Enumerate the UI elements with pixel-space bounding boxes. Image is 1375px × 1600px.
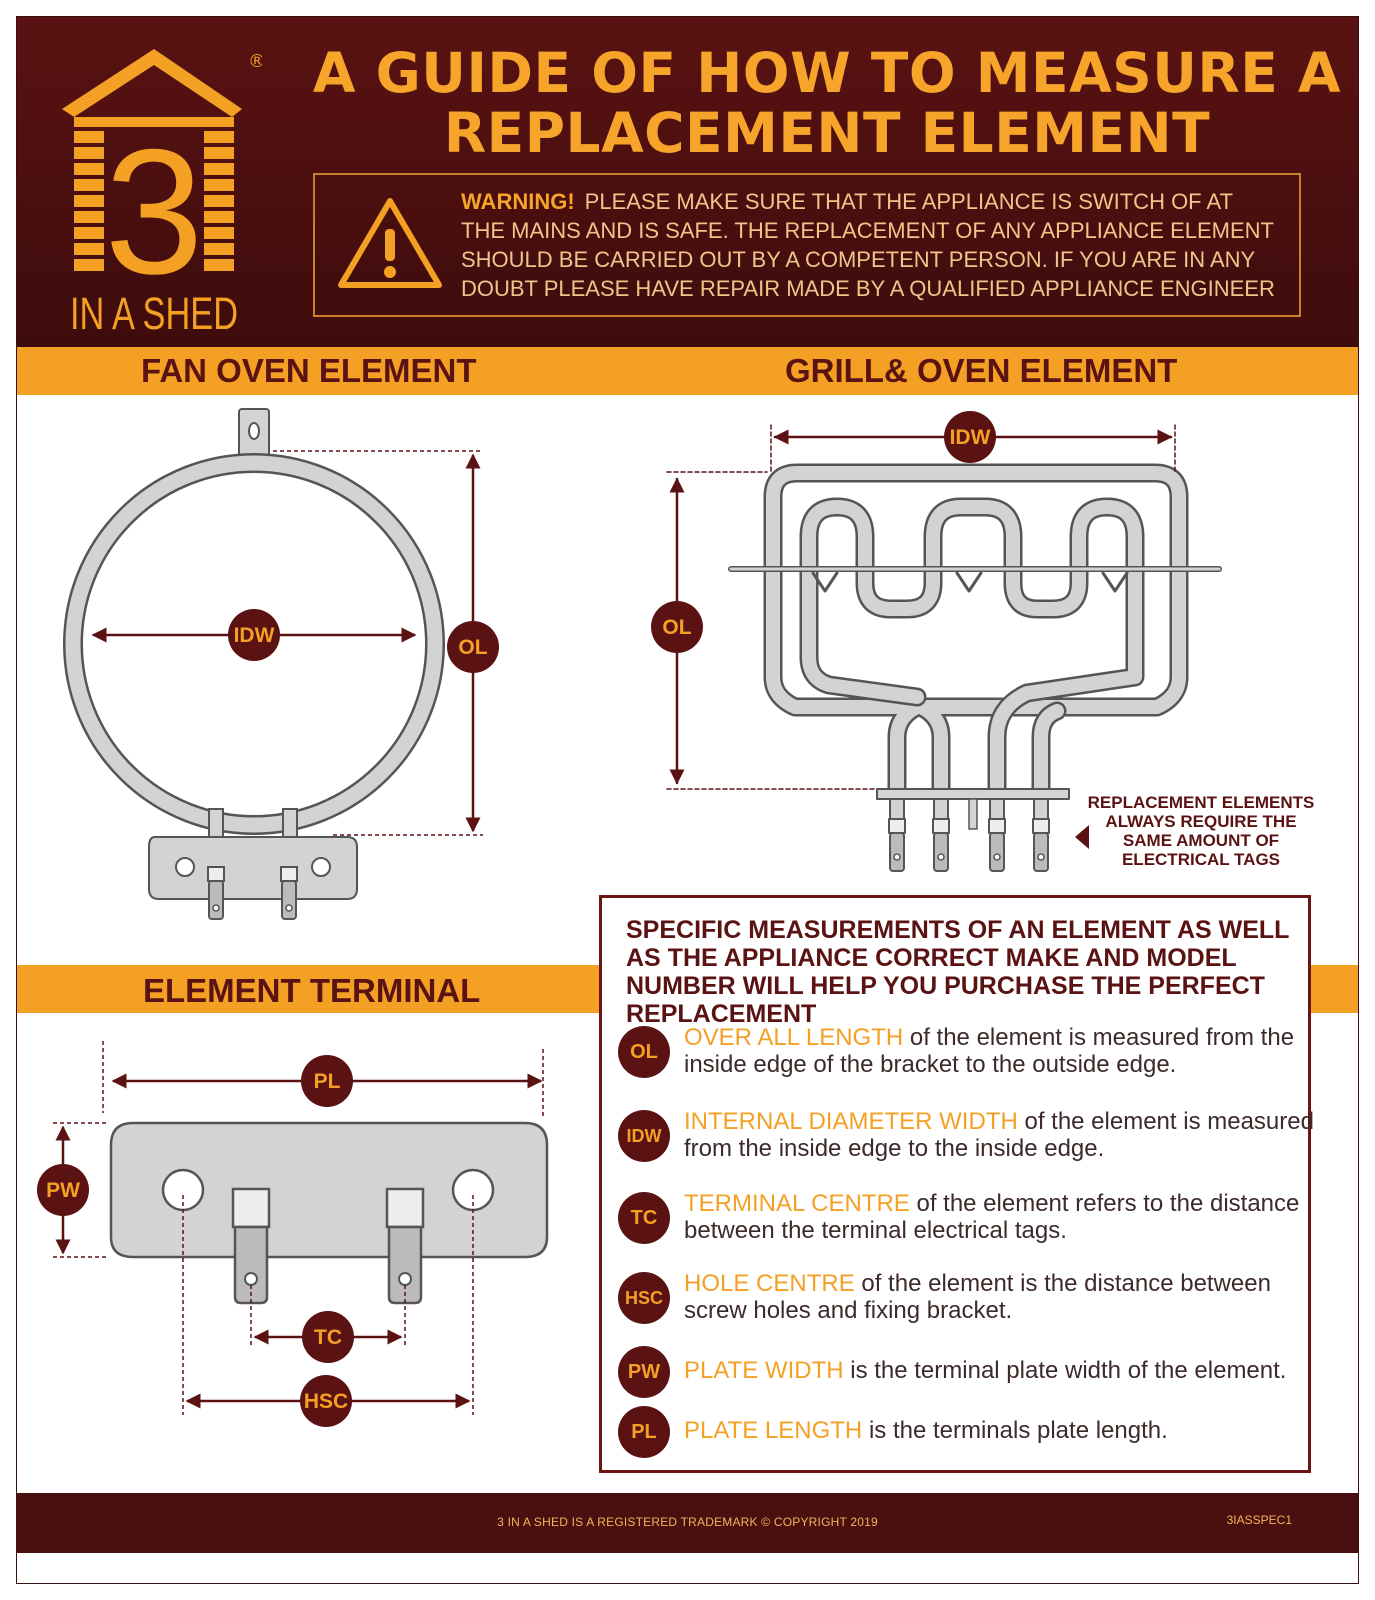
grill-ol-label: OL	[662, 616, 691, 639]
terminal-pl-label: PL	[314, 1070, 341, 1093]
electrical-tags-note: REPLACEMENT ELEMENTS ALWAYS REQUIRE THE …	[1087, 793, 1315, 869]
info-description: of the element is measured from the insi…	[684, 1024, 1295, 1078]
footer: 3 IN A SHED IS A REGISTERED TRADEMARK © …	[17, 1493, 1358, 1553]
info-item-pl: PL PLATE LENGTH is the terminals plate l…	[618, 1404, 1308, 1464]
warning-label: WARNING!	[461, 189, 575, 214]
info-badge: HSC	[618, 1272, 670, 1324]
grill-idw-label: IDW	[950, 426, 991, 449]
warning-body: PLEASE MAKE SURE THAT THE APPLIANCE IS S…	[461, 189, 1275, 301]
info-description: of the element refers to the distance be…	[684, 1190, 1300, 1244]
footer-copyright: 3 IN A SHED IS A REGISTERED TRADEMARK © …	[497, 1515, 878, 1529]
info-description: is the terminal plate width of the eleme…	[850, 1357, 1287, 1384]
terminal-pw-label: PW	[46, 1179, 80, 1202]
info-description: of the element is measured from the insi…	[684, 1108, 1314, 1162]
info-heading: SPECIFIC MEASUREMENTS OF AN ELEMENT AS W…	[626, 916, 1289, 1028]
footer-code: 3IASSPEC1	[1226, 1513, 1292, 1527]
warning-icon	[338, 198, 442, 288]
header: 3 IN A SHED ® A GUIDE OF HOW TO MEASURE …	[17, 17, 1358, 347]
terminal-tc-label: TC	[314, 1326, 342, 1349]
info-term: OVER ALL LENGTH	[684, 1024, 904, 1051]
info-term: HOLE CENTRE	[684, 1270, 855, 1297]
warning-box: WARNING!PLEASE MAKE SURE THAT THE APPLIA…	[313, 173, 1301, 317]
terminal-hsc-label: HSC	[304, 1390, 348, 1413]
fan-ol-label: OL	[458, 636, 487, 659]
section-title-terminal: ELEMENT TERMINAL	[143, 972, 481, 1009]
info-item-ol: OL OVER ALL LENGTH of the element is mea…	[618, 1024, 1308, 1084]
section-title-fan-oven: FAN OVEN ELEMENT	[141, 352, 477, 389]
info-item-pw: PW PLATE WIDTH is the terminal plate wid…	[618, 1344, 1308, 1404]
info-term: PLATE WIDTH	[684, 1357, 844, 1384]
info-item-hsc: HSC HOLE CENTRE of the element is the di…	[618, 1270, 1308, 1330]
info-badge: IDW	[618, 1110, 670, 1162]
warning-text: WARNING!PLEASE MAKE SURE THAT THE APPLIA…	[461, 187, 1281, 303]
grill-oven-element-diagram	[666, 424, 1222, 872]
info-item-idw: IDW INTERNAL DIAMETER WIDTH of the eleme…	[618, 1108, 1314, 1168]
logo-text: IN A SHED	[70, 288, 238, 337]
info-badge: TC	[618, 1192, 670, 1244]
section-title-grill-oven: GRILL& OVEN ELEMENT	[785, 352, 1178, 389]
title-line-1: A GUIDE OF HOW TO MEASURE A	[312, 41, 1342, 105]
registered-mark: ®	[248, 51, 262, 72]
fan-idw-label: IDW	[234, 624, 275, 647]
page-title: A GUIDE OF HOW TO MEASURE A REPLACEMENT …	[307, 43, 1347, 163]
info-badge: OL	[618, 1026, 670, 1078]
logo-icon: 3 IN A SHED ®	[62, 49, 262, 337]
info-badge: PW	[618, 1346, 670, 1398]
title-line-2: REPLACEMENT ELEMENT	[443, 101, 1211, 165]
measurements-info-box: SPECIFIC MEASUREMENTS OF AN ELEMENT AS W…	[599, 895, 1314, 1473]
info-item-tc: TC TERMINAL CENTRE of the element refers…	[618, 1190, 1308, 1250]
section-band-top	[17, 347, 1358, 395]
infographic: 3 IN A SHED ® A GUIDE OF HOW TO MEASURE …	[16, 16, 1359, 1584]
info-term: PLATE LENGTH	[684, 1417, 863, 1444]
info-term: TERMINAL CENTRE	[684, 1190, 910, 1217]
fan-oven-element-diagram	[63, 408, 483, 920]
info-description: is the terminals plate length.	[868, 1417, 1168, 1444]
info-badge: PL	[618, 1406, 670, 1458]
diagrams: IDW OL IDW OL PL PW TC HSC	[37, 408, 1222, 1427]
logo-number: 3	[105, 112, 204, 311]
element-terminal-diagram	[53, 1041, 549, 1415]
info-term: INTERNAL DIAMETER WIDTH	[684, 1108, 1018, 1135]
info-description: of the element is the distance between s…	[684, 1270, 1271, 1324]
